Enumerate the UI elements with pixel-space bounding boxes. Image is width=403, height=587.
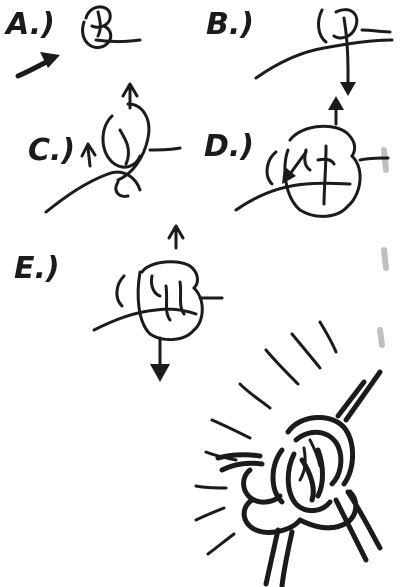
step-b-label: B.) <box>206 7 254 42</box>
arrow-down-icon <box>340 70 356 96</box>
paper-texture <box>380 150 386 345</box>
step-e-knot <box>94 262 222 368</box>
step-a-label: A.) <box>4 7 55 42</box>
arrow-down-icon <box>150 364 170 382</box>
step-a: A.) <box>4 7 140 76</box>
step-a-knot <box>83 7 140 48</box>
step-c: C.) <box>28 84 180 212</box>
finished-knot-body <box>218 372 380 586</box>
step-c-label: C.) <box>28 133 75 168</box>
step-b: B.) <box>206 7 392 96</box>
step-b-knot <box>256 10 392 78</box>
arrow-up-icon <box>328 96 344 124</box>
arrow-up-icon <box>169 226 183 248</box>
step-e: E.) <box>14 226 222 382</box>
arrow-right-icon <box>18 52 60 76</box>
step-e-label: E.) <box>14 251 60 286</box>
step-d-label: D.) <box>204 129 254 164</box>
finished-knot <box>196 322 380 586</box>
radiance-lines-icon <box>196 322 336 554</box>
step-d-knot <box>236 126 388 216</box>
arrow-up-icon <box>82 144 95 166</box>
step-d: D.) <box>204 96 388 216</box>
